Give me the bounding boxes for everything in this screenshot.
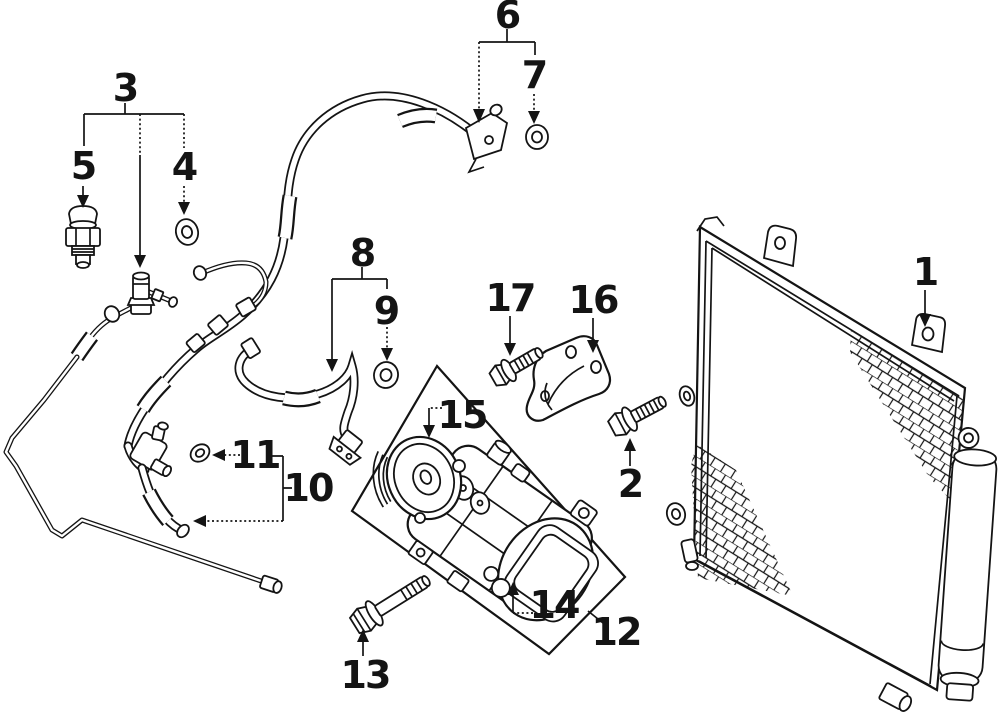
callout-5-pressure-switch: 5 — [71, 144, 95, 188]
service-valve — [126, 271, 179, 315]
callout-14-compressor-body: 14 — [530, 583, 579, 627]
o-ring-9 — [373, 361, 399, 389]
mounting-bracket-illustration — [525, 335, 612, 422]
callout-6-discharge-hose: 6 — [495, 0, 520, 37]
callout-10-tube-assembly: 10 — [284, 466, 333, 510]
callout-8-suction-hose: 8 — [350, 231, 375, 275]
condenser-upper-tab — [762, 224, 798, 268]
leader-lines — [77, 29, 931, 656]
callout-11-o-ring: 11 — [231, 433, 280, 477]
condenser-inlet-fitting — [678, 385, 696, 407]
callout-4-o-ring: 4 — [172, 145, 197, 189]
compressor-assembly-illustration — [350, 364, 627, 656]
condenser-side-tab — [910, 312, 947, 354]
callout-7-o-ring: 7 — [522, 53, 546, 97]
receiver-drier — [937, 427, 998, 702]
suction-hose-fitting — [328, 429, 363, 466]
callout-9-o-ring: 9 — [374, 289, 399, 333]
callout-17-bolt: 17 — [486, 276, 535, 320]
callout-15-clutch-pulley: 15 — [438, 393, 487, 437]
o-ring-7 — [525, 124, 549, 150]
callout-13-mounting-bolt: 13 — [341, 653, 390, 697]
clutch-pulley — [372, 435, 463, 521]
suction-hose-illustration — [234, 337, 363, 466]
bolt-17 — [488, 347, 544, 387]
bolt-2 — [607, 395, 667, 437]
o-ring-4 — [174, 218, 200, 246]
callout-2-bolt: 2 — [618, 462, 642, 506]
bolt-13 — [348, 575, 431, 635]
condenser-illustration — [665, 216, 998, 712]
callout-16-mounting-bracket: 16 — [569, 278, 618, 322]
condenser-bottom-outlet — [878, 682, 913, 712]
discharge-hose-fitting — [464, 103, 509, 174]
discharge-hose-illustration — [123, 91, 509, 451]
callout-3-liquid-line-assembly: 3 — [113, 66, 137, 110]
liquid-line-illustration — [3, 271, 283, 594]
condenser-outlet-fitting — [665, 502, 699, 571]
o-ring-11 — [189, 443, 211, 463]
pressure-switch-illustration — [65, 205, 101, 269]
callout-12-compressor-assembly: 12 — [592, 610, 641, 654]
tube-assembly-illustration — [123, 421, 190, 539]
callout-1-condenser: 1 — [913, 250, 937, 294]
tube-junction-block — [129, 421, 173, 478]
